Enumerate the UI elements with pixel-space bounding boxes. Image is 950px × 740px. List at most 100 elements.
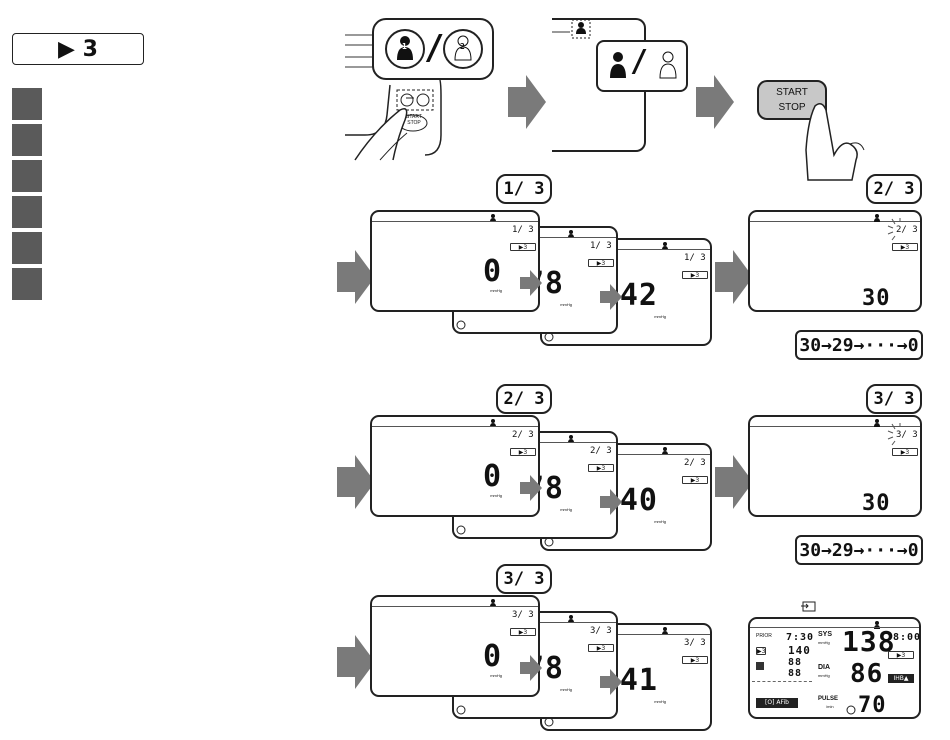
mode-badge-label: ▶3: [690, 477, 700, 484]
user-icon: [874, 419, 880, 427]
pressure-unit: mmHg: [490, 673, 502, 678]
divider: [750, 221, 920, 222]
pressure-unit: mmHg: [654, 519, 666, 524]
countdown-sequence: 30→29→···→0: [795, 535, 923, 565]
countdown-text: 30→29→···→0: [799, 334, 919, 356]
mode-badge-label: ▶3: [900, 449, 910, 456]
mode-badge-label: ▶3: [690, 657, 700, 664]
user-select-icons: [385, 29, 483, 99]
counter-callout-text: 3/ 3: [503, 569, 545, 589]
countdown-sequence: 30→29→···→0: [795, 330, 923, 360]
mode-badge: ▶3: [892, 243, 918, 251]
user-two-number: 2: [460, 42, 466, 51]
counter-callout: 3/ 3: [496, 564, 552, 594]
pressure-unit: mmHg: [560, 302, 572, 307]
sys-unit: mmHg: [818, 640, 830, 645]
mode-badge: ▶3: [510, 448, 536, 456]
mode-badge-label: ▶3: [518, 629, 528, 636]
mode-badge: ▶3: [892, 448, 918, 456]
session-counter: 2/ 3: [590, 446, 612, 456]
small-flow-arrow-icon: [520, 655, 542, 681]
session-counter-blinking: 3/ 3: [896, 430, 918, 440]
user-select-small-icons: [610, 51, 677, 79]
user-select-separator: /: [424, 28, 446, 68]
divider: [542, 249, 710, 250]
section-tab[interactable]: [12, 88, 42, 120]
lcd-screen-wait: 3/ 3 ▶3 30: [748, 415, 922, 517]
pressure-unit: mmHg: [490, 288, 502, 293]
dia-value: 86: [850, 659, 884, 689]
section-tabs: [12, 88, 42, 304]
pulse-unit: /min: [826, 704, 834, 709]
mode-badge: ▶3: [682, 271, 708, 279]
next-counter-callout: 2/ 3: [866, 174, 922, 204]
next-counter-callout-text: 3/ 3: [873, 389, 915, 409]
mode-badge: ▶3: [588, 464, 614, 472]
section-tab[interactable]: [12, 124, 42, 156]
session-counter-blinking: 2/ 3: [896, 225, 918, 235]
small-flow-arrow-icon: [520, 475, 542, 501]
section-tab[interactable]: [12, 160, 42, 192]
prior-dia: 88: [788, 657, 803, 668]
afib-tag: [O] AFib: [756, 698, 798, 708]
next-counter-callout: 3/ 3: [866, 384, 922, 414]
pressure-unit: mmHg: [490, 493, 502, 498]
session-counter: 1/ 3: [512, 225, 534, 235]
dia-unit: mmHg: [818, 673, 830, 678]
section-tab[interactable]: [12, 268, 42, 300]
sys-value: 138: [842, 625, 896, 658]
result-lcd-screen: PRIOR 7:30 ▶3 140 88 88 SYS mmHg 138 8:0…: [748, 617, 921, 719]
blink-indicator-icon: [887, 423, 901, 446]
small-flow-arrow-icon: [520, 270, 542, 296]
pressure-reading: 0: [482, 639, 502, 674]
mode-badge: ▶3: [588, 259, 614, 267]
ihb-tag: IHB▲: [888, 674, 914, 683]
section-tab[interactable]: [12, 232, 42, 264]
cuff-indicator-icon: [756, 662, 764, 670]
user-icon: [874, 214, 880, 222]
next-counter-callout-text: 2/ 3: [873, 179, 915, 199]
flow-arrow-icon: [508, 75, 546, 129]
mode-badge-label: ▶3: [690, 272, 700, 279]
mode-badge: ▶3: [888, 651, 914, 659]
pressure-unit: mmHg: [654, 699, 666, 704]
divider: [372, 426, 538, 427]
mode-badge-label: ▶3: [596, 465, 606, 472]
pulse-value: 70: [858, 693, 887, 718]
counter-callout-text: 2/ 3: [503, 389, 545, 409]
mode-indicator-label: ▶ 3: [58, 36, 98, 62]
mode-badge: ▶3: [510, 628, 536, 636]
mode-badge: ▶3: [756, 647, 766, 655]
mode-indicator-box: ▶ 3: [12, 33, 144, 65]
pressure-reading: 0: [482, 254, 502, 289]
wait-seconds: 30: [862, 491, 891, 516]
mode-badge: ▶3: [682, 476, 708, 484]
measurement-time: 8:00: [893, 632, 922, 643]
dia-label: DIA: [818, 664, 831, 671]
pulse-label: PULSE: [818, 696, 839, 702]
mode-badge-label: ▶3: [596, 260, 606, 267]
wait-seconds: 30: [862, 286, 891, 311]
blink-indicator-icon: [887, 218, 901, 241]
session-counter: 3/ 3: [512, 610, 534, 620]
mode-badge-label: ▶3: [900, 244, 910, 251]
divider: [542, 454, 710, 455]
divider: [372, 606, 538, 607]
ok-icon: [456, 320, 466, 330]
stop-label: STOP: [778, 102, 806, 113]
memory-icon: [801, 601, 816, 612]
sys-label: SYS: [818, 631, 833, 638]
small-flow-arrow-icon: [600, 284, 622, 310]
pressure-unit: mmHg: [560, 687, 572, 692]
user-select-dash-box: [552, 19, 591, 39]
counter-callout-text: 1/ 3: [503, 179, 545, 199]
mode-badge: ▶3: [510, 243, 536, 251]
prior-pulse: 88: [788, 668, 803, 679]
section-tab[interactable]: [12, 196, 42, 228]
small-flow-arrow-icon: [600, 669, 622, 695]
ok-icon: [456, 525, 466, 535]
mode-badge-label: ▶3: [518, 244, 528, 251]
